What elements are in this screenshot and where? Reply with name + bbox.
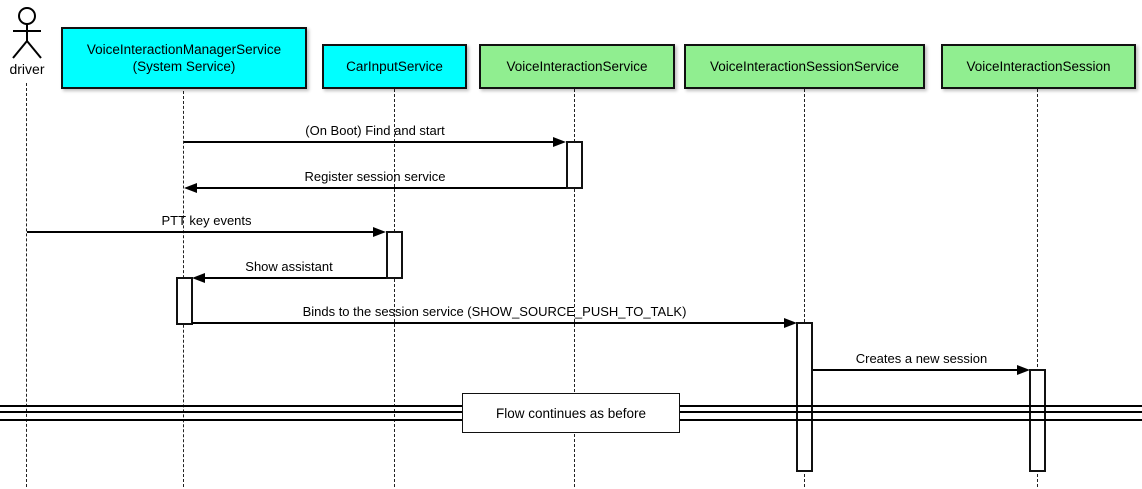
message-label: Register session service	[304, 169, 446, 184]
participant-voiceinteractionsessionservice: VoiceInteractionSessionService	[684, 44, 925, 89]
participant-name: CarInputService	[346, 59, 443, 74]
message-line	[192, 322, 785, 324]
message-line	[196, 187, 566, 189]
message-label: (On Boot) Find and start	[305, 123, 445, 138]
arrowhead-right-icon	[373, 227, 386, 237]
participant-voiceinteractionmanagerservice: VoiceInteractionManagerService (System S…	[61, 27, 307, 89]
participant-name: VoiceInteractionSessionService	[709, 59, 900, 74]
participant-voiceinteractionsession: VoiceInteractionSession	[941, 44, 1136, 89]
message-label: Binds to the session service (SHOW_SOURC…	[302, 304, 687, 319]
participant-name: VoiceInteractionService	[506, 59, 648, 74]
activation-carinputservice	[386, 231, 403, 279]
lifeline-voiceinteractionservice	[574, 89, 575, 487]
participant-name: VoiceInteractionSession	[966, 59, 1111, 74]
divider-label: Flow continues as before	[495, 405, 647, 421]
activation-voiceinteractionsessionservice	[796, 322, 813, 472]
divider-label-box: Flow continues as before	[462, 393, 680, 433]
lifeline-voiceinteractionsessionservice	[804, 89, 805, 487]
person-icon	[12, 7, 42, 59]
participant-voiceinteractionservice: VoiceInteractionService	[479, 44, 675, 89]
participant-subtitle: (System Service)	[132, 59, 236, 74]
participant-carinputservice: CarInputService	[322, 44, 467, 89]
arrowhead-left-icon	[184, 183, 197, 193]
message-label: PTT key events	[161, 213, 252, 228]
actor-label: driver	[9, 61, 45, 77]
message-label: Show assistant	[245, 259, 333, 274]
lifeline-carinputservice	[394, 89, 395, 487]
activation-voiceinteractionsession	[1029, 369, 1046, 472]
lifeline-driver	[26, 83, 27, 487]
message-line	[204, 277, 386, 279]
arrowhead-right-icon	[553, 137, 566, 147]
arrowhead-left-icon	[192, 273, 205, 283]
message-line	[27, 231, 374, 233]
message-line	[813, 369, 1018, 371]
arrowhead-right-icon	[1017, 365, 1030, 375]
activation-voiceinteractionservice	[566, 141, 583, 189]
lifeline-voiceinteractionsession	[1037, 89, 1038, 487]
arrowhead-right-icon	[784, 318, 797, 328]
message-line	[184, 141, 553, 143]
activation-voiceinteractionmanagerservice	[176, 277, 193, 325]
message-label: Creates a new session	[855, 351, 988, 366]
participant-name: VoiceInteractionManagerService	[86, 42, 282, 57]
